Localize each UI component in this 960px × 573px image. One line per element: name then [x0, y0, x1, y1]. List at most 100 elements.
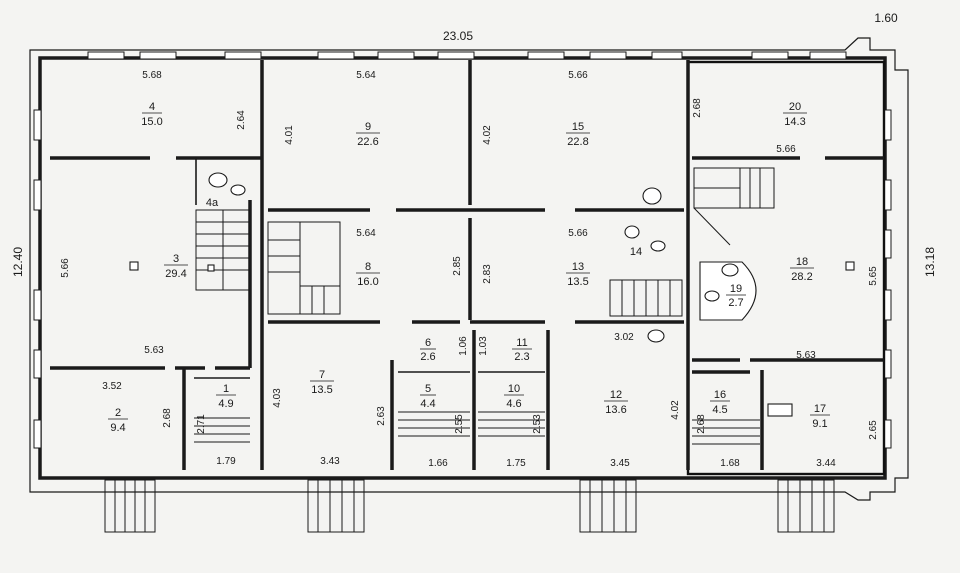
room-2: 2 9.4 [108, 407, 128, 434]
room-number: 15 [572, 121, 584, 133]
dimension: 3.02 [614, 332, 634, 343]
room-number: 18 [796, 256, 808, 268]
room-16: 16 4.5 [710, 389, 730, 416]
outer-wall [29, 37, 909, 501]
dimension: 4.01 [284, 125, 295, 145]
stair-13 [609, 279, 683, 317]
room-area: 16.0 [357, 276, 378, 288]
room-area: 2.7 [728, 297, 743, 309]
room-18: 18 28.2 [790, 256, 814, 283]
room-number: 4 [149, 101, 155, 113]
dimension: 3.44 [816, 458, 836, 469]
dimension: 5.66 [776, 144, 796, 155]
dimension: 5.64 [356, 70, 376, 81]
dimension: 2.65 [868, 420, 879, 440]
room-area: 29.4 [165, 268, 186, 280]
overall-width: 23.05 [443, 29, 473, 43]
dimension: 5.63 [144, 345, 164, 356]
room-number: 6 [425, 337, 431, 349]
dimension: 2.68 [696, 414, 707, 434]
dimension: 5.66 [60, 258, 71, 278]
room-number: 3 [173, 253, 179, 265]
room-area: 4.9 [218, 398, 233, 410]
room-area: 9.1 [812, 418, 827, 430]
room-number: 1 [223, 383, 229, 395]
basin-icon [721, 263, 739, 277]
toilet-icon [230, 184, 246, 196]
stair-8 [267, 221, 341, 315]
room-11: 11 2.3 [512, 337, 532, 363]
room-area: 22.6 [357, 136, 378, 148]
room-number: 11 [516, 337, 527, 349]
dimension: 2.85 [452, 256, 463, 276]
dimension: 5.66 [568, 228, 588, 239]
dimension: 1.68 [720, 458, 740, 469]
dimension: 3.43 [320, 456, 340, 467]
room-3: 3 29.4 [164, 253, 188, 280]
room-13: 13 13.5 [566, 261, 590, 288]
room-17: 17 9.1 [810, 403, 830, 430]
room-20: 20 14.3 [783, 101, 807, 128]
corner-dimension: 1.60 [874, 11, 898, 25]
dimension: 5.66 [568, 70, 588, 81]
dimension: 4.03 [272, 388, 283, 408]
room-10: 10 4.6 [504, 383, 524, 410]
room-number: 5 [425, 383, 431, 395]
room-1: 1 4.9 [216, 383, 236, 410]
room-label-14: 14 [630, 246, 642, 258]
room-area: 13.5 [311, 384, 332, 396]
room-area: 15.0 [141, 116, 162, 128]
dimension: 2.68 [692, 98, 703, 118]
dimension: 5.68 [142, 70, 162, 81]
stair-18 [693, 167, 775, 246]
toilet-icon [650, 240, 666, 252]
dimension: 1.66 [428, 458, 448, 469]
stove-icon [767, 403, 793, 417]
dimension: 1.79 [216, 456, 236, 467]
dimension: 4.02 [670, 400, 681, 420]
dimension: 2.64 [236, 110, 247, 130]
room-number: 8 [365, 261, 371, 273]
chimney-icon [207, 264, 215, 272]
dimension: 3.45 [610, 458, 630, 469]
dimension: 2.71 [196, 414, 207, 434]
dimension: 5.64 [356, 228, 376, 239]
toilet-icon [704, 290, 720, 302]
overall-depth-right: 13.18 [923, 247, 937, 277]
dimension: 2.53 [532, 414, 543, 434]
room-area: 28.2 [791, 271, 812, 283]
dimension: 2.55 [454, 414, 465, 434]
interior-walls [50, 60, 884, 470]
chimney-icon [129, 261, 139, 271]
room-6: 6 2.6 [420, 337, 436, 363]
room-label-4a: 4a [206, 197, 219, 209]
basin-icon [647, 329, 665, 343]
room-area: 22.8 [567, 136, 588, 148]
room-area: 13.6 [605, 404, 626, 416]
chimney-icon [845, 261, 855, 271]
room-number: 2 [115, 407, 121, 419]
room-number: 16 [714, 389, 726, 401]
room-9: 9 22.6 [356, 121, 380, 148]
basin-icon [208, 172, 228, 188]
room-5: 5 4.4 [420, 383, 436, 410]
basin-icon [642, 187, 662, 205]
dimension: 2.63 [376, 406, 387, 426]
room-area: 13.5 [567, 276, 588, 288]
entrance-steps [104, 479, 835, 533]
windows-top [87, 51, 847, 60]
fixtures [129, 172, 855, 417]
stair-left [195, 209, 251, 291]
dimension: 1.06 [458, 336, 469, 356]
dimension: 5.63 [796, 350, 816, 361]
room-number: 10 [508, 383, 520, 395]
room-area: 4.4 [420, 398, 435, 410]
room-19: 19 2.7 [726, 283, 746, 309]
room-15: 15 22.8 [566, 121, 590, 148]
overall-depth-left: 12.40 [11, 247, 25, 277]
room-area: 4.5 [712, 404, 727, 416]
room-number: 7 [319, 369, 325, 381]
dimension: 2.68 [162, 408, 173, 428]
dimension: 2.83 [482, 264, 493, 284]
